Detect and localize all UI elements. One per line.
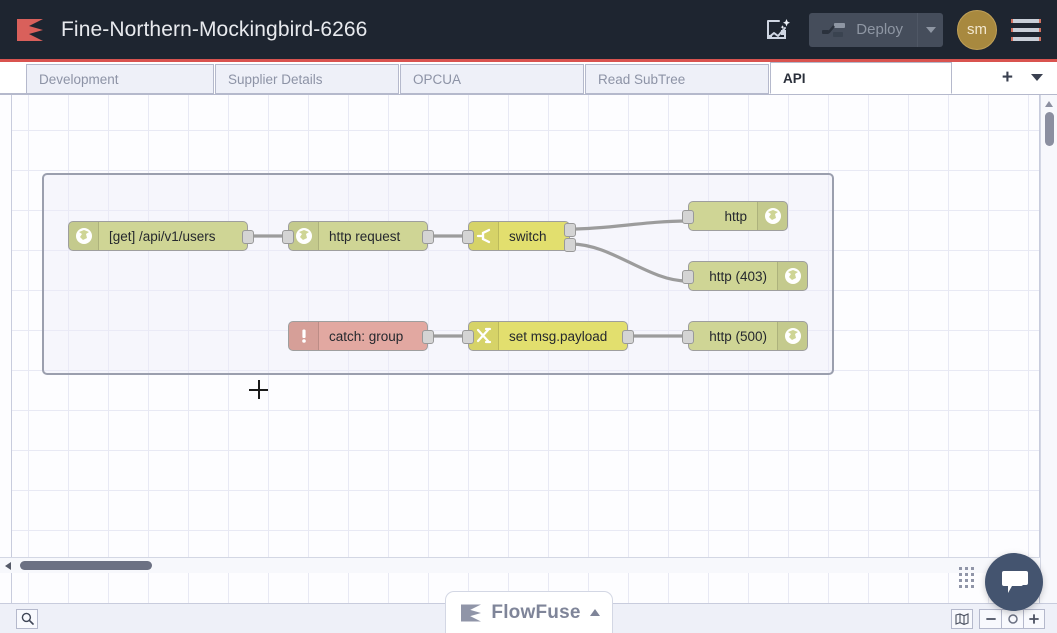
- node-label: http request: [329, 228, 401, 244]
- hamburger-line: [1011, 18, 1041, 23]
- node-label: http: [724, 208, 747, 224]
- canvas-left-gutter: [0, 95, 12, 603]
- scroll-left-icon[interactable]: [5, 562, 11, 570]
- deploy-dropdown-button[interactable]: [917, 12, 943, 47]
- tab-label: Development: [39, 71, 119, 87]
- flowfuse-brand-button[interactable]: FlowFuse: [445, 591, 613, 633]
- plus-icon[interactable]: +: [1001, 67, 1013, 88]
- node-output-port-1[interactable]: [564, 223, 576, 237]
- tab-label: Supplier Details: [228, 71, 323, 87]
- tab-label: OPCUA: [413, 71, 462, 87]
- flow-sparkle-ai-icon[interactable]: [761, 13, 795, 47]
- deploy-node-icon: [822, 22, 846, 37]
- hamburger-line: [1011, 27, 1041, 32]
- tab-api[interactable]: API: [770, 62, 952, 94]
- app-header: Fine-Northern-Mockingbird-6266: [0, 0, 1057, 62]
- tabs-actions: +: [986, 64, 1057, 94]
- flow-canvas[interactable]: [get] /api/v1/users http request switch: [0, 95, 1057, 603]
- exclamation-icon: [289, 322, 319, 350]
- tab-label: API: [783, 70, 806, 86]
- node-http-response-403[interactable]: http (403): [682, 261, 808, 291]
- tab-development[interactable]: Development: [26, 64, 214, 94]
- flow-tabs: Development Supplier Details OPCUA Read …: [0, 62, 1057, 95]
- globe-icon: [289, 222, 319, 250]
- chevron-down-icon: [925, 26, 936, 33]
- zoom-reset-icon[interactable]: [1001, 608, 1023, 629]
- chat-bubble-icon[interactable]: [985, 553, 1043, 611]
- node-set-msg-payload[interactable]: set msg.payload: [462, 321, 634, 351]
- node-input-port[interactable]: [282, 230, 294, 244]
- navigator-map-icon[interactable]: [951, 608, 973, 629]
- chevron-down-icon[interactable]: [1031, 74, 1043, 81]
- horizontal-scroll-thumb[interactable]: [20, 561, 152, 570]
- avatar-initials: sm: [967, 21, 987, 38]
- node-input-port[interactable]: [462, 230, 474, 244]
- node-output-port[interactable]: [422, 230, 434, 244]
- deploy-button[interactable]: Deploy: [809, 12, 943, 47]
- flowfuse-logo-icon: [461, 604, 482, 621]
- node-label: switch: [509, 228, 547, 244]
- header-actions: Deploy sm: [761, 9, 1057, 50]
- node-switch[interactable]: switch: [462, 221, 576, 252]
- avatar[interactable]: sm: [957, 9, 997, 50]
- node-input-port[interactable]: [462, 330, 474, 344]
- tab-supplier-details[interactable]: Supplier Details: [215, 64, 399, 94]
- node-label: set msg.payload: [509, 328, 608, 344]
- node-output-port[interactable]: [242, 230, 254, 244]
- switch-fork-icon: [469, 222, 499, 250]
- zoom-controls: [979, 608, 1045, 629]
- globe-icon: [757, 202, 787, 230]
- node-input-port[interactable]: [682, 210, 694, 224]
- node-label: [get] /api/v1/users: [109, 228, 216, 244]
- node-output-port[interactable]: [422, 330, 434, 344]
- node-label: http (500): [709, 328, 767, 344]
- tab-label: Read SubTree: [598, 71, 686, 87]
- canvas-controls: [951, 608, 1057, 629]
- hamburger-menu-icon[interactable]: [1011, 17, 1041, 43]
- node-input-port[interactable]: [682, 270, 694, 284]
- node-output-port[interactable]: [622, 330, 634, 344]
- horizontal-scrollbar[interactable]: [0, 557, 1040, 573]
- node-http-response-500[interactable]: http (500): [682, 321, 808, 351]
- drag-dots-icon[interactable]: [959, 567, 974, 597]
- page-title: Fine-Northern-Mockingbird-6266: [61, 17, 368, 41]
- deploy-button-label: Deploy: [856, 21, 903, 38]
- change-icon: [469, 322, 499, 350]
- search-icon[interactable]: [16, 608, 38, 629]
- vertical-scrollbar[interactable]: [1040, 95, 1057, 588]
- node-http-response[interactable]: http: [682, 201, 788, 231]
- zoom-in-icon[interactable]: [1023, 608, 1045, 629]
- globe-icon: [777, 262, 807, 290]
- scroll-up-icon[interactable]: [1045, 101, 1053, 107]
- flowfuse-logo-icon[interactable]: [15, 17, 45, 43]
- tab-read-subtree[interactable]: Read SubTree: [585, 64, 769, 94]
- tab-opcua[interactable]: OPCUA: [400, 64, 584, 94]
- node-label: catch: group: [329, 328, 404, 344]
- node-http-request[interactable]: http request: [282, 221, 434, 251]
- node-http-in[interactable]: [get] /api/v1/users: [68, 221, 254, 251]
- globe-icon: [69, 222, 99, 250]
- chevron-up-icon[interactable]: [589, 609, 600, 616]
- flowfuse-brand-label: FlowFuse: [491, 601, 581, 623]
- deploy-button-main[interactable]: Deploy: [809, 13, 917, 47]
- node-output-port-2[interactable]: [564, 238, 576, 252]
- hamburger-line: [1011, 36, 1041, 41]
- node-input-port[interactable]: [682, 330, 694, 344]
- vertical-scroll-thumb[interactable]: [1045, 112, 1054, 146]
- globe-icon: [777, 322, 807, 350]
- tabs-left-spacer: [0, 62, 26, 94]
- node-catch-group[interactable]: catch: group: [288, 321, 434, 351]
- node-label: http (403): [709, 268, 767, 284]
- zoom-out-icon[interactable]: [979, 608, 1001, 629]
